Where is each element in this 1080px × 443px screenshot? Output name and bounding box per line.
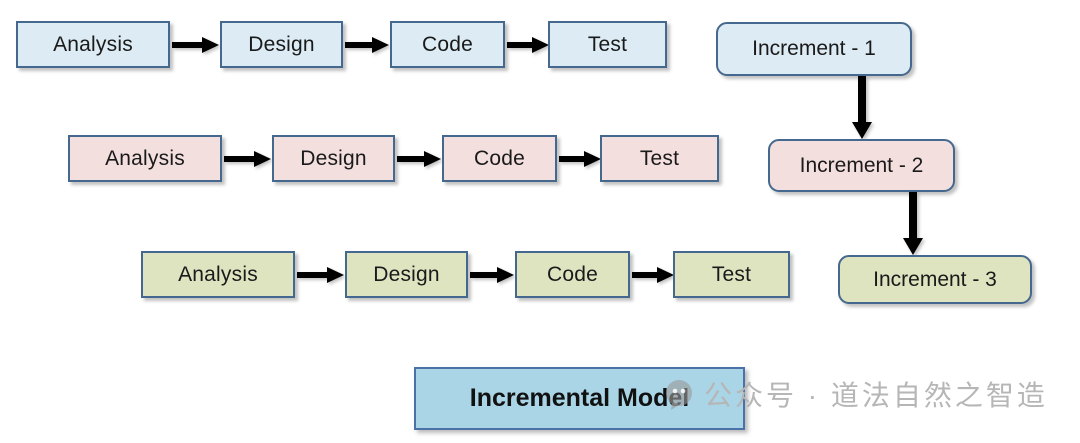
arrow-down-icon (850, 76, 874, 140)
arrow-down-icon (901, 192, 925, 256)
phase-label: Test (711, 262, 752, 286)
phase-label: Design (248, 32, 315, 56)
arrow-right-icon (172, 35, 220, 55)
phase-label: Code (473, 146, 525, 170)
phase-box-code-row1: Code (390, 21, 505, 68)
watermark-text: 公众号 · 道法自然之智造 (704, 380, 1048, 411)
arrow-right-icon (470, 265, 515, 285)
arrow-right-icon (297, 265, 345, 285)
phase-label: Test (587, 32, 628, 56)
arrow-right-icon (397, 149, 442, 169)
phase-label: Analysis (178, 262, 258, 286)
phase-box-test-row3: Test (673, 251, 790, 298)
arrow-right-icon (345, 35, 390, 55)
phase-label: Analysis (105, 146, 185, 170)
phase-label: Code (546, 262, 598, 286)
phase-label: Analysis (53, 32, 133, 56)
phase-box-code-row2: Code (442, 135, 557, 182)
phase-box-design-row2: Design (272, 135, 395, 182)
phase-label: Design (300, 146, 367, 170)
chat-bubble-icon (662, 377, 696, 411)
arrow-right-icon (507, 35, 550, 55)
phase-box-test-row1: Test (548, 21, 667, 68)
arrow-right-icon (224, 149, 272, 169)
phase-box-analysis-row2: Analysis (68, 135, 222, 182)
increment-label: Increment - 2 (799, 153, 924, 177)
phase-box-analysis-row1: Analysis (16, 21, 170, 68)
phase-box-test-row2: Test (600, 135, 719, 182)
watermark: 公众号 · 道法自然之智造 (662, 374, 1048, 414)
phase-box-design-row1: Design (220, 21, 343, 68)
increment-box-2: Increment - 2 (768, 139, 955, 192)
arrow-right-icon (632, 265, 675, 285)
page-title: Incremental Model (469, 384, 690, 412)
increment-box-1: Increment - 1 (716, 22, 912, 76)
phase-label: Code (421, 32, 473, 56)
phase-box-design-row3: Design (345, 251, 468, 298)
phase-box-code-row3: Code (515, 251, 630, 298)
phase-label: Design (373, 262, 440, 286)
phase-box-analysis-row3: Analysis (141, 251, 295, 298)
arrow-right-icon (559, 149, 602, 169)
increment-box-3: Increment - 3 (838, 255, 1032, 304)
phase-label: Test (639, 146, 680, 170)
increment-label: Increment - 1 (752, 37, 876, 60)
increment-label: Increment - 3 (873, 267, 997, 291)
